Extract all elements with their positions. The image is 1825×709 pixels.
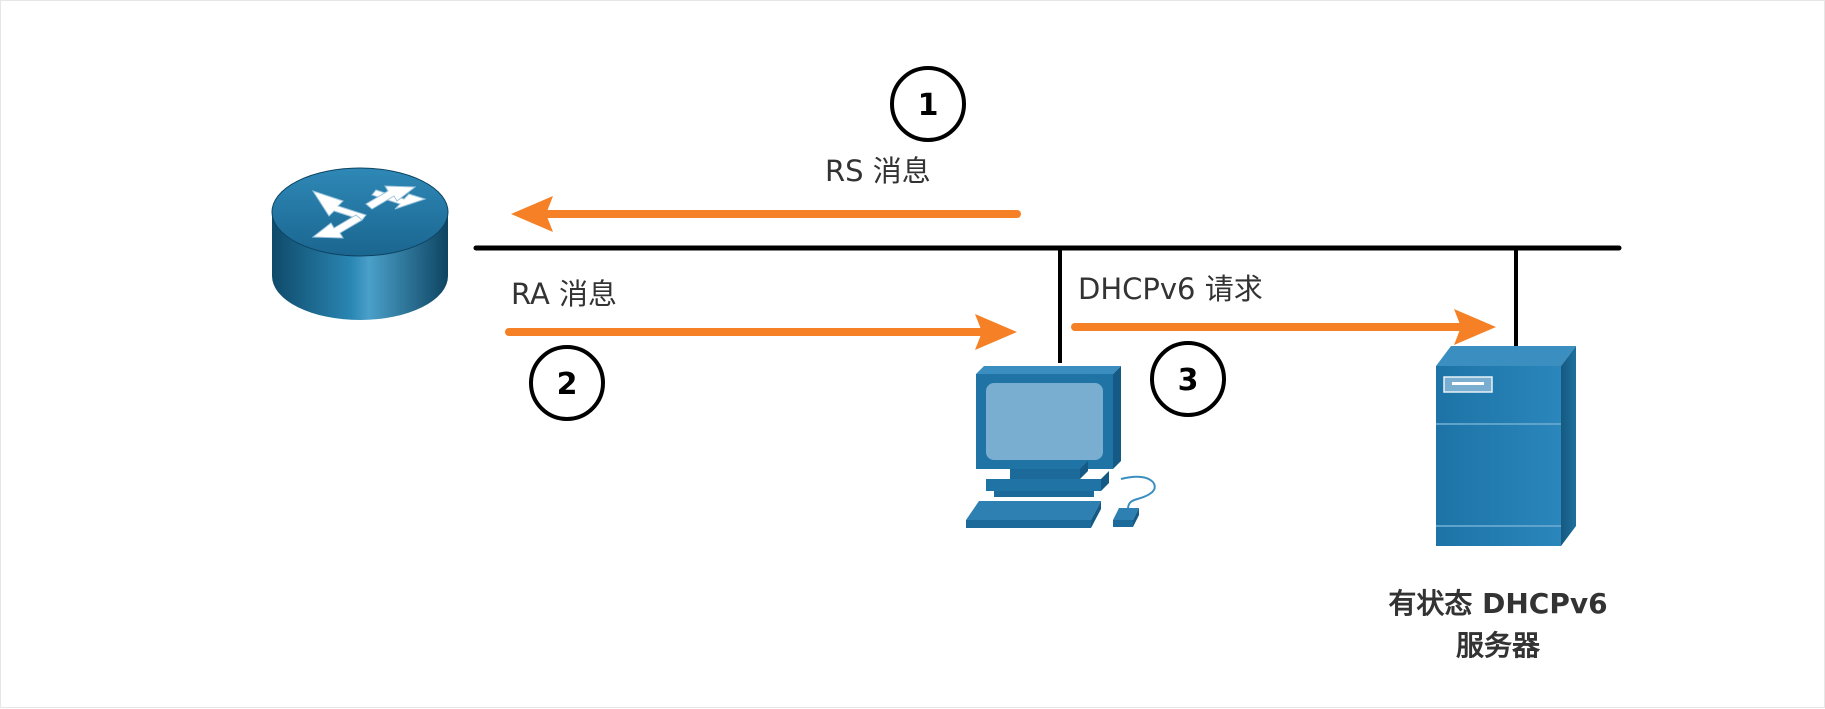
rs-message-label: RS 消息: [825, 154, 931, 188]
server-icon: [1436, 346, 1576, 546]
step-number-3: 3: [1178, 363, 1199, 398]
ra-message-label: RA 消息: [511, 277, 617, 311]
step-badge-2: 2: [529, 345, 605, 421]
arrow-rs: [511, 196, 1021, 232]
step-badge-3: 3: [1150, 341, 1226, 417]
dhcpv6-request-label: DHCPv6 请求: [1078, 272, 1263, 306]
arrow-ra: [505, 314, 1017, 350]
network-bus: [473, 245, 1622, 363]
server-caption-line2: 服务器: [1456, 629, 1541, 662]
step-number-1: 1: [918, 88, 939, 123]
step-number-2: 2: [557, 367, 578, 402]
step-badge-1: 1: [890, 66, 966, 142]
pc-icon: [966, 366, 1156, 528]
server-caption-line1: 有状态 DHCPv6: [1388, 587, 1607, 620]
router-icon: [271, 167, 449, 320]
arrow-dhcpv6-request: [1071, 309, 1496, 345]
